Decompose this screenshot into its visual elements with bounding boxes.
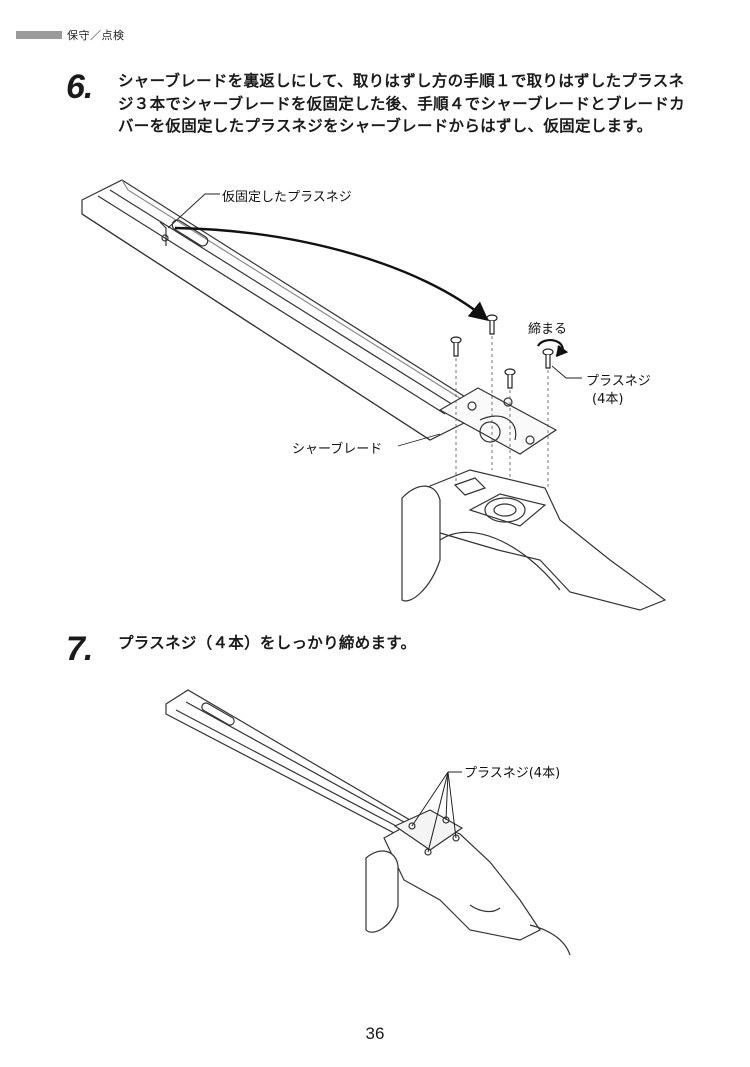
step-number: 7.	[66, 630, 93, 668]
leader-lines	[167, 193, 582, 447]
label-screws-4: プラスネジ(4本)	[464, 766, 561, 781]
figure-blade-reassembly	[81, 179, 667, 611]
figure-tighten-screws	[165, 689, 571, 956]
pointer-lines	[411, 771, 462, 853]
label-tighten: 締まる	[528, 322, 568, 337]
label-temp-screw: 仮固定したプラスネジ	[222, 190, 352, 205]
screw-3	[504, 368, 516, 389]
step-instruction: プラスネジ（４本）をしっかり締めます。	[118, 634, 417, 652]
shear-blade-drawing	[81, 179, 471, 441]
header-bar	[16, 31, 62, 39]
step-instruction: シャーブレードを裏返しにして、取りはずし方の手順１で取りはずしたプラスネジ３本で…	[118, 72, 685, 135]
label-screw: プラスネジ	[586, 374, 651, 389]
screw-drawings	[450, 314, 554, 389]
mounting-plate-drawing	[438, 387, 558, 455]
hedge-trimmer-body-drawing	[401, 469, 667, 611]
screw-4	[542, 348, 554, 369]
section-title: 保守／点検	[67, 29, 125, 42]
label-shear-blade: シャーブレード	[292, 442, 383, 457]
assembled-blade-drawing	[165, 689, 411, 835]
step-number: 6.	[66, 68, 93, 106]
screw-1	[450, 336, 462, 357]
section-header: 保守／点検	[16, 28, 125, 42]
tighten-arrow-icon	[537, 339, 569, 358]
step-7: 7. プラスネジ（４本）をしっかり締めます。	[66, 632, 416, 666]
label-screw-count: (4本)	[592, 392, 624, 407]
alignment-lines	[455, 336, 549, 488]
assembled-body-drawing	[365, 809, 571, 956]
move-screw-arrow	[174, 226, 489, 322]
step-6: 6. シャーブレードを裏返しにして、取りはずし方の手順１で取りはずしたプラスネジ…	[66, 70, 696, 138]
page-number: 36	[365, 1024, 385, 1043]
